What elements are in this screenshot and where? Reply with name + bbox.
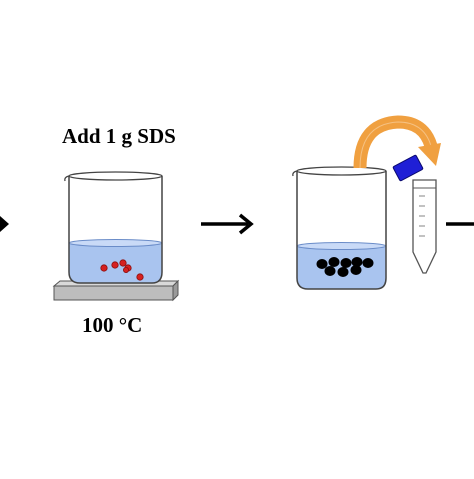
centrifuge-tube-icon [412, 179, 437, 274]
black-particles [316, 257, 374, 277]
flow-arrow-icon-left [0, 216, 9, 232]
red-particles [100, 259, 144, 281]
flow-arrow-icon-middle [201, 213, 254, 235]
cap-icon [392, 154, 424, 182]
hot-plate-icon [52, 279, 180, 302]
temperature-label: 100 °C [82, 313, 143, 337]
reagent-label: Add 1 g SDS [62, 124, 176, 148]
pour-arrow-icon [353, 115, 441, 169]
